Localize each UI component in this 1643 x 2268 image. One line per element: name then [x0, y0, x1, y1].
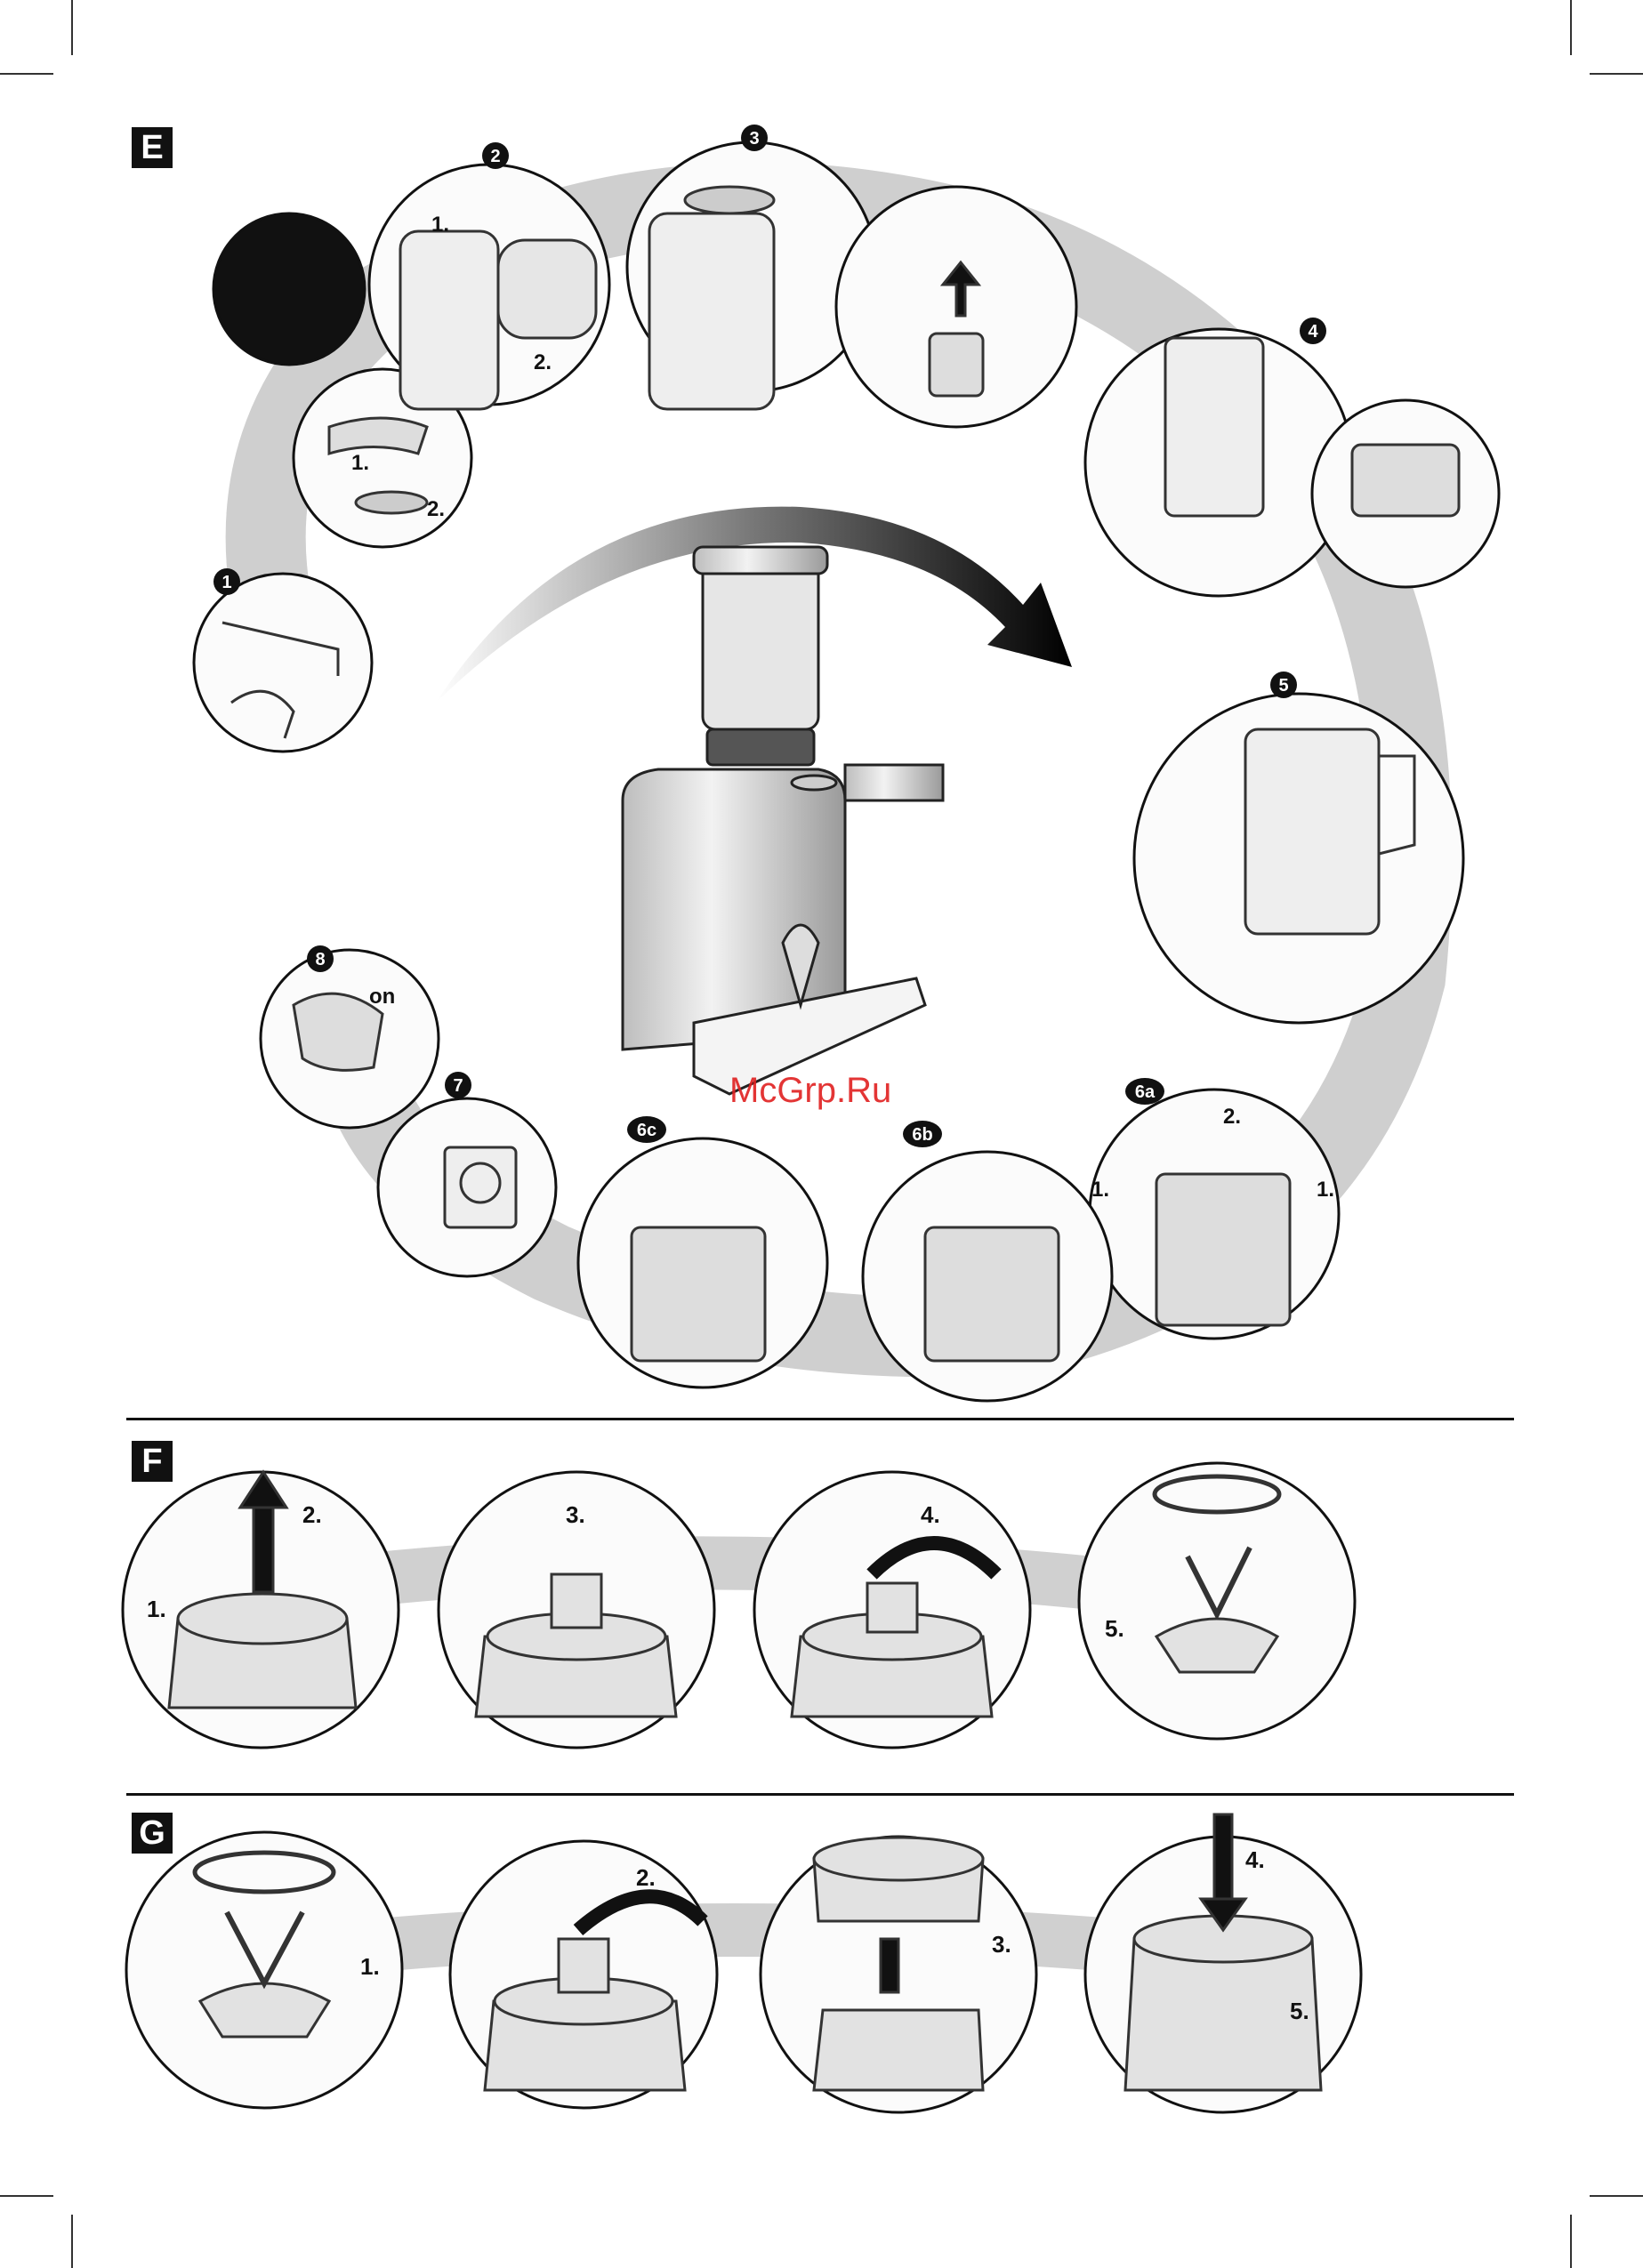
step-label-2: 2 [490, 147, 500, 166]
central-appliance [623, 547, 943, 1094]
g-label-2: 2. [636, 1864, 656, 1891]
step-label-6a: 6a [1135, 1082, 1156, 1102]
f-label-2: 2. [302, 1501, 322, 1528]
f-label-3: 3. [566, 1501, 585, 1528]
f-label-1: 1. [147, 1596, 166, 1622]
section-g-illustration: 1. 2. 3. 4. 5. [0, 1806, 1643, 2143]
g-label-1: 1. [360, 1953, 380, 1980]
g-label-5: 5. [1290, 1998, 1309, 2024]
substep-label: 1. [351, 451, 369, 475]
section-f-illustration: 1. 2. 3. 4. 5. [0, 1423, 1643, 1797]
step-label-4: 4 [1308, 322, 1318, 342]
switch-on-label: on [369, 985, 395, 1009]
substep-label: 2. [1223, 1105, 1241, 1129]
f-label-4: 4. [921, 1501, 940, 1528]
step-label-3: 3 [749, 129, 759, 149]
g-label-4: 4. [1245, 1846, 1265, 1873]
step-label-8: 8 [315, 950, 325, 969]
substep-label: 1. [431, 213, 449, 237]
step-label-6b: 6b [912, 1125, 932, 1145]
g-label-3: 3. [992, 1931, 1011, 1958]
step-label-6c: 6c [637, 1121, 656, 1140]
step-label-1: 1 [221, 573, 231, 592]
substep-label: 1. [1091, 1178, 1109, 1202]
substep-label: 2. [534, 350, 552, 374]
step-label-5: 5 [1278, 676, 1288, 696]
step-label-7: 7 [453, 1076, 463, 1096]
f-label-5: 5. [1105, 1615, 1124, 1642]
substep-label: 1. [1317, 1178, 1334, 1202]
watermark: McGrp.Ru [729, 1071, 891, 1111]
substep-label: 2. [427, 497, 445, 521]
